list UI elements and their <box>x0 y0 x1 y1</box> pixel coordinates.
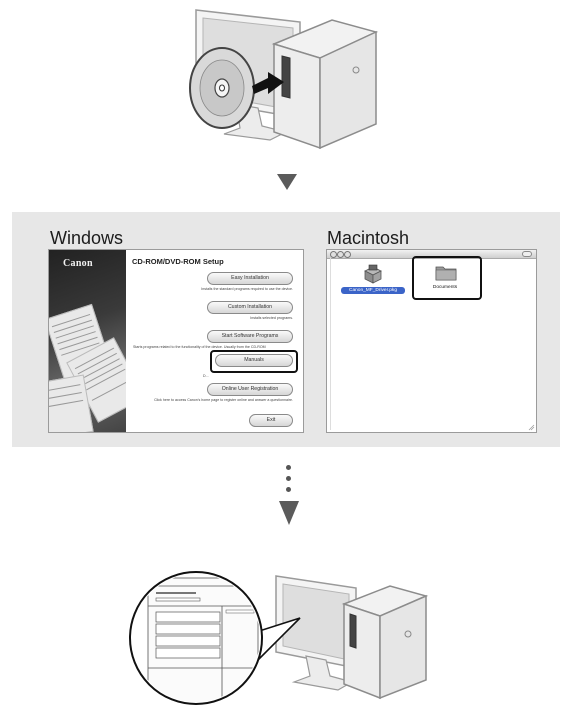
step-down-arrow-icon <box>279 501 299 525</box>
documents-item[interactable]: Documents <box>415 264 475 296</box>
minimize-icon[interactable] <box>337 251 344 258</box>
macintosh-heading: Macintosh <box>327 228 409 249</box>
package-item[interactable]: Canon_MF_Driver.pkg <box>341 264 405 298</box>
mac-window-edge <box>330 258 331 430</box>
setup-title: CD-ROM/DVD-ROM Setup <box>132 257 224 266</box>
windows-setup-window: Canon CD-ROM/DVD-ROM Setup Easy Installa… <box>48 249 304 433</box>
online-user-registration-desc: Click here to access Canon's home page t… <box>123 398 293 403</box>
easy-installation-desc: Installs the standard programs required … <box>201 287 293 291</box>
insert-disc-illustration <box>0 0 573 160</box>
step-down-arrow-icon <box>277 174 297 190</box>
windows-heading: Windows <box>50 228 123 249</box>
zoom-icon[interactable] <box>344 251 351 258</box>
toolbar-toggle-icon[interactable] <box>522 251 532 257</box>
progress-dot <box>286 465 291 470</box>
package-icon <box>363 264 383 284</box>
zoom-bubble <box>130 572 300 705</box>
package-label: Canon_MF_Driver.pkg <box>341 287 405 294</box>
start-software-programs-desc: Starts programs related to the functiona… <box>133 345 266 349</box>
easy-installation-button[interactable]: Easy Installation <box>207 272 293 285</box>
progress-dot <box>286 487 291 492</box>
exit-button[interactable]: Exit <box>249 414 293 427</box>
documents-label: Documents <box>415 285 475 290</box>
manuals-button[interactable]: Manuals <box>215 354 293 367</box>
resize-grip-icon[interactable] <box>527 423 535 431</box>
manuals-desc: D... <box>203 374 209 378</box>
custom-installation-desc: Installs selected programs. <box>250 316 293 320</box>
progress-dot <box>286 476 291 481</box>
computer-tower-icon <box>274 20 376 148</box>
setup-side-image: Canon <box>49 250 126 432</box>
computer-tower-icon <box>344 586 426 698</box>
close-icon[interactable] <box>330 251 337 258</box>
online-user-registration-button[interactable]: Online User Registration <box>207 383 293 396</box>
mac-finder-window: Canon_MF_Driver.pkg Documents <box>326 249 537 433</box>
folder-icon <box>435 264 457 281</box>
manual-on-screen-illustration <box>0 560 573 705</box>
start-software-programs-button[interactable]: Start Software Programs <box>207 330 293 343</box>
cd-disc-icon <box>190 48 254 128</box>
canon-logo: Canon <box>63 258 93 269</box>
custom-installation-button[interactable]: Custom Installation <box>207 301 293 314</box>
